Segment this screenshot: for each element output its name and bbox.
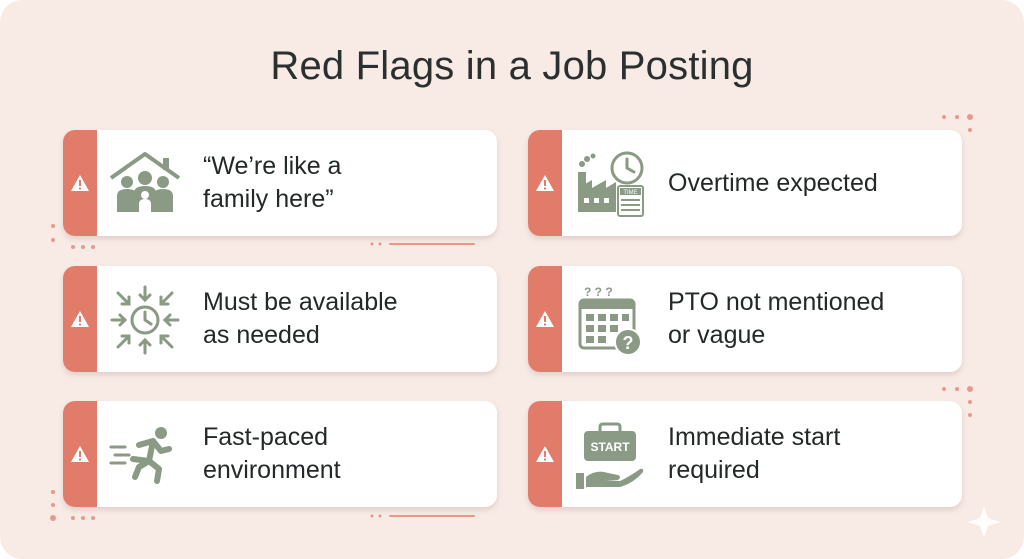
svg-text:?: ? <box>623 333 634 353</box>
family-house-icon <box>109 152 181 212</box>
running-person-icon <box>109 427 172 484</box>
warning-icon <box>71 175 89 191</box>
calendar-question-icon: ? ? ? ? <box>578 285 642 356</box>
red-flag-card-overtime: TIME Overtime expected <box>528 130 962 236</box>
svg-text:? ? ?: ? ? ? <box>584 285 613 299</box>
start-briefcase-icon: START <box>576 422 644 489</box>
page-title: Red Flags in a Job Posting <box>270 44 754 88</box>
warning-icon <box>536 311 554 327</box>
clock-arrows-icon <box>110 285 180 355</box>
factory-overtime-icon: TIME <box>578 151 644 217</box>
svg-text:TIME: TIME <box>623 190 637 196</box>
warning-icon <box>536 175 554 191</box>
card-text: Overtime expected <box>668 168 878 197</box>
svg-text:START: START <box>590 440 630 454</box>
warning-icon <box>71 446 89 462</box>
warning-icon <box>71 311 89 327</box>
warning-icon <box>536 446 554 462</box>
